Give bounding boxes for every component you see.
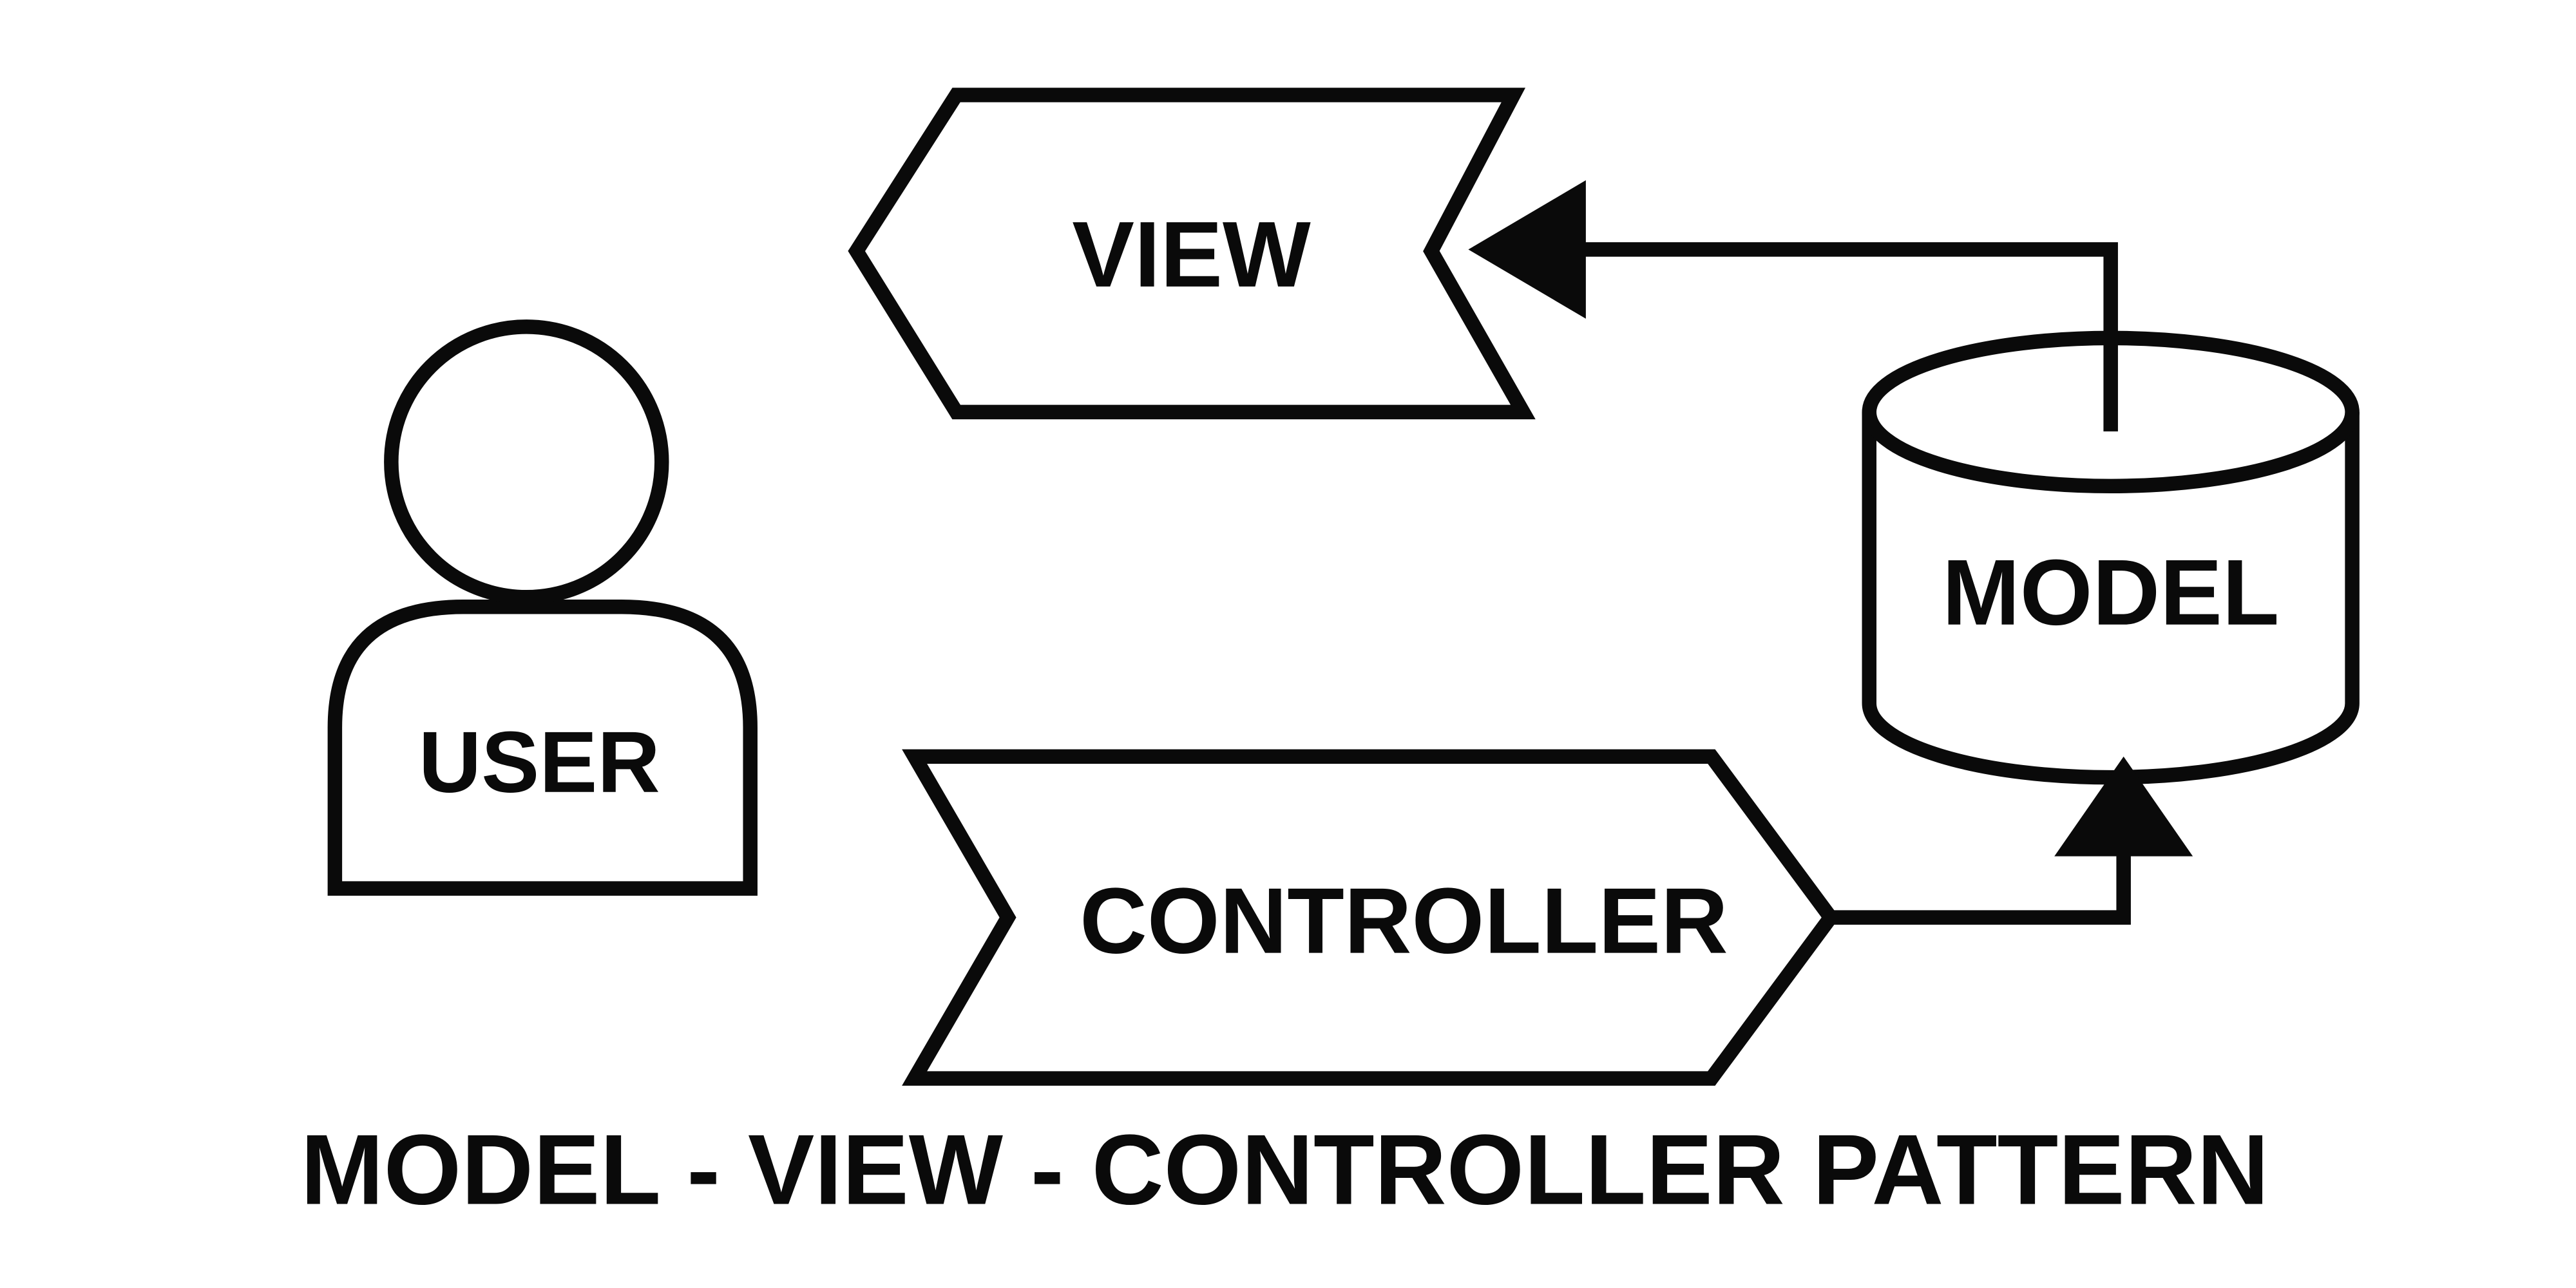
controller-label: CONTROLLER <box>1080 869 1728 973</box>
model-label: MODEL <box>1942 540 2279 645</box>
user-label: USER <box>419 714 660 811</box>
view-label: VIEW <box>1072 202 1311 307</box>
user-node: USER <box>327 319 758 896</box>
view-node: VIEW <box>848 88 1536 420</box>
model-to-view-line <box>1569 242 2118 431</box>
controller-banner-shape <box>902 749 1840 1086</box>
controller-to-model-line <box>1830 849 2131 925</box>
controller-to-model-arrowhead <box>2054 756 2193 857</box>
user-body-shape <box>327 600 758 896</box>
controller-node: CONTROLLER <box>902 749 1840 1086</box>
controller-to-model-arrow <box>1830 756 2193 925</box>
diagram-title: MODEL - VIEW - CONTROLLER PATTERN <box>301 1114 2269 1226</box>
model-to-view-arrowhead <box>1468 180 1586 319</box>
view-banner-shape <box>848 88 1536 420</box>
model-to-view-arrow <box>1468 180 2118 431</box>
user-head-shape <box>384 319 669 605</box>
